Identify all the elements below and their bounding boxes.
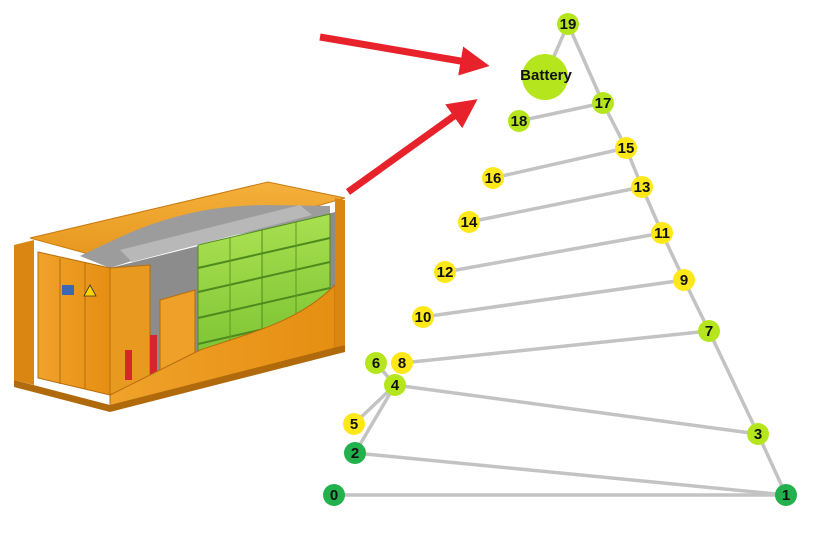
node-3: 3 — [747, 423, 769, 445]
node-6: 6 — [365, 352, 387, 374]
node-19: 19 — [557, 13, 579, 35]
node-label-18: 18 — [511, 113, 528, 130]
edge-11-12 — [443, 231, 664, 274]
node-5: 5 — [343, 413, 365, 435]
node-14: 14 — [458, 211, 480, 233]
node-label-15: 15 — [618, 140, 635, 157]
node-label-14: 14 — [461, 214, 478, 231]
node-circle-13 — [631, 176, 653, 198]
node-label-5: 5 — [350, 416, 358, 433]
node-label-3: 3 — [754, 426, 762, 443]
node-circle-6 — [365, 352, 387, 374]
node-12: 12 — [434, 261, 456, 283]
edge-3-4 — [393, 383, 760, 436]
node-circle-3 — [747, 423, 769, 445]
node-circle-11 — [651, 222, 673, 244]
node-label-13: 13 — [634, 179, 651, 196]
warning-sign-icon — [83, 284, 97, 297]
node-15: 15 — [615, 137, 637, 159]
node-circle-2 — [344, 442, 366, 464]
node-circle-19 — [557, 13, 579, 35]
node-17: 17 — [592, 92, 614, 114]
edge-13-14 — [467, 185, 644, 224]
node-13: 13 — [631, 176, 653, 198]
node-label-12: 12 — [437, 264, 454, 281]
node-1: 1 — [775, 484, 797, 506]
container-front-wall — [109, 283, 336, 411]
node-circle-9 — [673, 269, 695, 291]
container-right-wall — [335, 198, 345, 348]
node-circle-10 — [412, 306, 434, 328]
edge-17-18 — [517, 101, 605, 123]
container-left-wall — [14, 240, 34, 385]
arrow-bottom — [345, 99, 478, 195]
battery-node — [522, 54, 568, 100]
arrows — [319, 33, 490, 195]
battery-node-layer: Battery — [520, 54, 573, 100]
node-circle-17 — [592, 92, 614, 114]
node-circle-18 — [508, 110, 530, 132]
node-7: 7 — [698, 320, 720, 342]
node-circle-8 — [391, 352, 413, 374]
electrical-cabinet — [37, 251, 111, 396]
node-label-7: 7 — [705, 323, 713, 340]
node-label-19: 19 — [560, 16, 577, 33]
node-circle-12 — [434, 261, 456, 283]
edge-4-2 — [353, 383, 397, 455]
node-circle-15 — [615, 137, 637, 159]
node-circle-1 — [775, 484, 797, 506]
node-2: 2 — [344, 442, 366, 464]
arrow-top — [319, 33, 490, 76]
edge-2-1 — [353, 451, 788, 497]
node-label-2: 2 — [351, 445, 359, 462]
node-label-8: 8 — [398, 355, 406, 372]
edge-1-3 — [756, 432, 788, 497]
node-circle-5 — [343, 413, 365, 435]
node-label-9: 9 — [680, 272, 688, 289]
node-label-1: 1 — [782, 487, 790, 504]
edges-layer — [332, 22, 788, 497]
node-0: 0 — [323, 484, 345, 506]
node-4: 4 — [384, 374, 406, 396]
edge-17-19 — [566, 22, 605, 105]
edge-15-16 — [491, 146, 628, 180]
node-circle-16 — [482, 167, 504, 189]
node-circle-7 — [698, 320, 720, 342]
node-8: 8 — [391, 352, 413, 374]
container-duct — [120, 205, 312, 262]
edge-9-10 — [421, 278, 686, 319]
node-16: 16 — [482, 167, 504, 189]
node-label-17: 17 — [595, 95, 612, 112]
edge-7-8 — [400, 329, 711, 365]
node-10: 10 — [412, 306, 434, 328]
battery-label: Battery — [520, 67, 572, 84]
cabinet-panel — [62, 285, 74, 295]
node-18: 18 — [508, 110, 530, 132]
battery-container-illustration — [14, 181, 346, 412]
node-label-16: 16 — [485, 170, 502, 187]
node-label-10: 10 — [415, 309, 432, 326]
fire-extinguisher-icon-2 — [150, 335, 157, 375]
edge-3-7 — [707, 329, 760, 436]
node-circle-4 — [384, 374, 406, 396]
fire-extinguisher-icon — [125, 350, 132, 380]
node-label-11: 11 — [654, 225, 670, 242]
node-label-0: 0 — [330, 487, 338, 504]
node-label-4: 4 — [391, 377, 400, 394]
node-label-6: 6 — [372, 355, 380, 372]
node-circle-0 — [323, 484, 345, 506]
node-9: 9 — [673, 269, 695, 291]
node-circle-14 — [458, 211, 480, 233]
node-11: 11 — [651, 222, 673, 244]
